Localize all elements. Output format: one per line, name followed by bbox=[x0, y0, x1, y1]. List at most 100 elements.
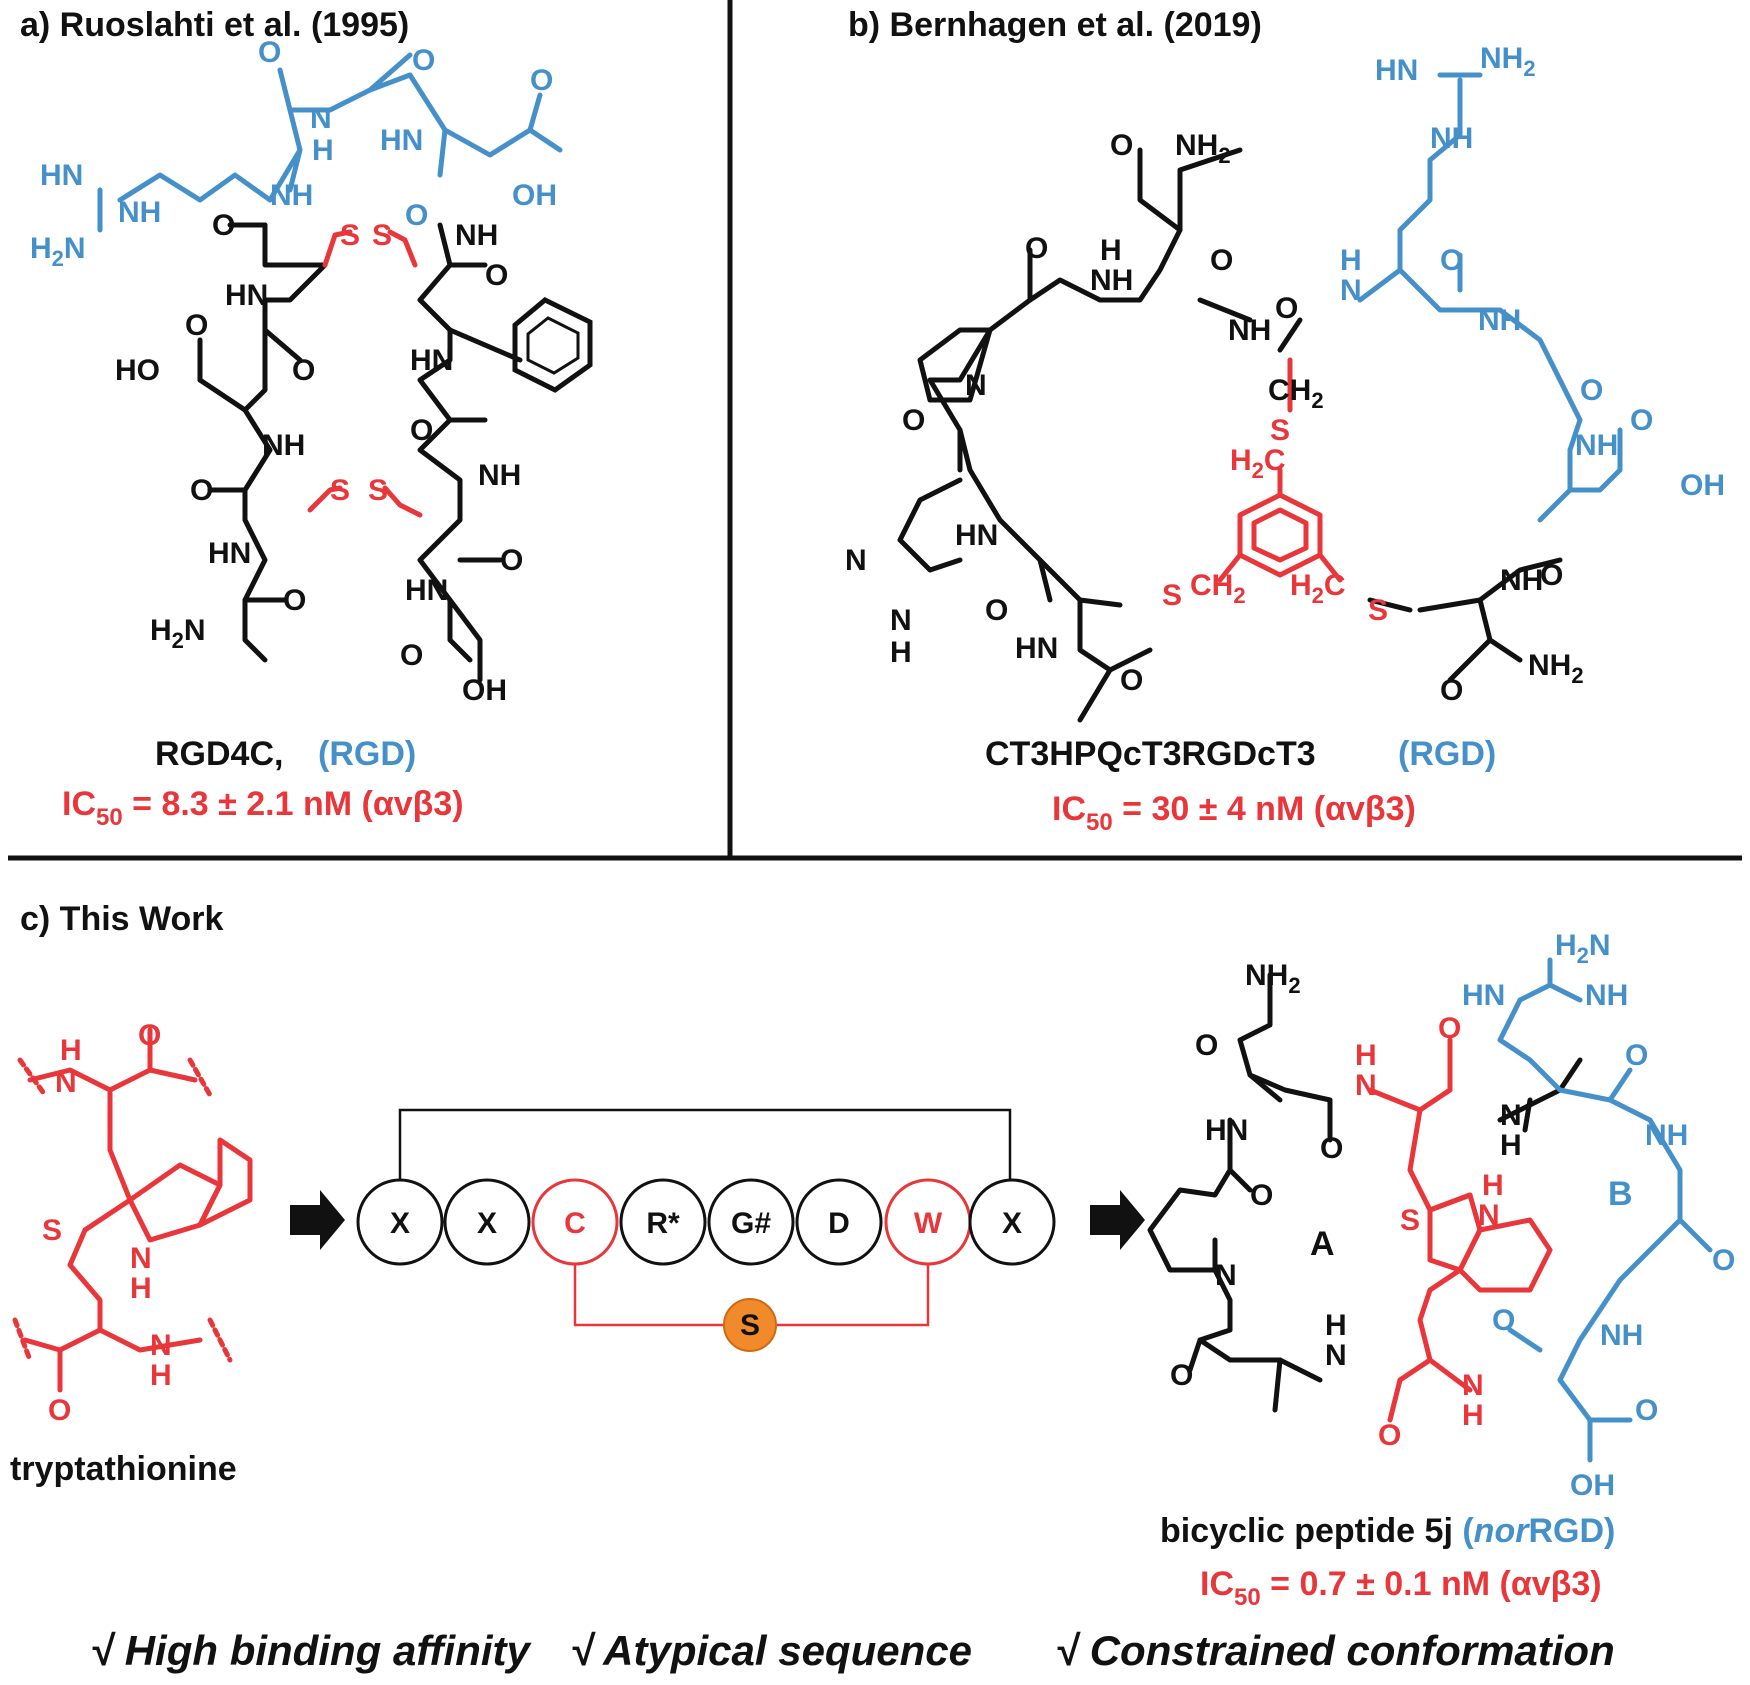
atom-label: NH bbox=[1478, 304, 1521, 337]
sequence-bead bbox=[707, 1178, 795, 1266]
sulfur-bead bbox=[723, 1298, 777, 1352]
peptide-5j-black-bonds bbox=[1147, 972, 1583, 1413]
atom-label: HN bbox=[405, 574, 448, 607]
tryptathionine-label: tryptathionine bbox=[10, 1450, 237, 1488]
residue-label: C bbox=[564, 1207, 586, 1240]
atom-label: HN bbox=[410, 344, 453, 377]
atom-label: NH bbox=[1600, 1319, 1643, 1352]
arrow-right-icon bbox=[1090, 1190, 1145, 1250]
residue-label: R* bbox=[646, 1207, 680, 1240]
atom-label: H bbox=[1355, 1039, 1377, 1072]
atom-label: N bbox=[1478, 1199, 1500, 1232]
atom-label: CH2 bbox=[1190, 569, 1246, 608]
atom-label: NH bbox=[262, 429, 305, 462]
panel-c-header: c) This Work bbox=[20, 900, 223, 938]
atom-label: O bbox=[410, 414, 433, 447]
atom-label: NH2 bbox=[1245, 959, 1301, 998]
peptide-5j-red-bonds bbox=[1367, 1037, 1553, 1423]
atom-label: NH2 bbox=[1528, 649, 1584, 688]
atom-label: O bbox=[1630, 404, 1653, 437]
sequence-bead bbox=[968, 1178, 1056, 1266]
atom-label: O bbox=[48, 1394, 71, 1427]
atom-label: H2C bbox=[1230, 444, 1286, 483]
atom-label: N bbox=[1325, 1339, 1347, 1372]
atom-label: O bbox=[1250, 1179, 1273, 1212]
panel-b-compound-name: CT3HPQcT3RGDcT3 bbox=[985, 735, 1316, 773]
atom-label: O bbox=[1540, 559, 1563, 592]
atom-label: O bbox=[1580, 374, 1603, 407]
atom-label: N bbox=[1500, 1099, 1522, 1132]
atom-label: H bbox=[890, 636, 912, 669]
atom-label: N bbox=[1215, 1259, 1237, 1292]
atom-label: O bbox=[1440, 674, 1463, 707]
atom-label: H bbox=[130, 1272, 152, 1305]
atom-label: O bbox=[1170, 1359, 1193, 1392]
atom-label: O bbox=[1438, 1012, 1461, 1045]
atom-label: NH bbox=[1500, 564, 1543, 597]
atom-label: O bbox=[1378, 1419, 1401, 1452]
atom-label: O bbox=[185, 309, 208, 342]
atom-label: H2N bbox=[30, 232, 86, 271]
atom-label: O bbox=[412, 44, 435, 77]
sequence-bead bbox=[531, 1178, 619, 1266]
atom-label: CH2 bbox=[1268, 374, 1324, 413]
panel-b-header: b) Bernhagen et al. (2019) bbox=[848, 6, 1262, 44]
phenyl-ring-inner bbox=[526, 316, 580, 375]
ring-label-a: A bbox=[1310, 1225, 1335, 1263]
panel-b-arg-gly-asp-bonds bbox=[1357, 72, 1623, 523]
atom-label: O bbox=[902, 404, 925, 437]
atom-label: HN bbox=[225, 279, 268, 312]
atom-label: N bbox=[130, 1242, 152, 1275]
atom-label: HN bbox=[1375, 54, 1418, 87]
atom-label: N bbox=[310, 102, 332, 135]
atom-label-s: S bbox=[1162, 579, 1182, 612]
phenyl-ring bbox=[512, 297, 593, 393]
atom-label: H bbox=[1500, 1129, 1522, 1162]
sequence-bracket-top bbox=[398, 1108, 1012, 1180]
peptide-5j-compound-name: bicyclic peptide 5j (norRGD) bbox=[1160, 1512, 1615, 1550]
atom-label: O bbox=[1195, 1029, 1218, 1062]
atom-label: HN bbox=[1462, 979, 1505, 1012]
sequence-bead bbox=[619, 1178, 707, 1266]
atom-label: O bbox=[190, 474, 213, 507]
atom-label: N bbox=[890, 604, 912, 637]
atom-label: H bbox=[1462, 1399, 1484, 1432]
atom-label: O bbox=[1320, 1132, 1343, 1165]
atom-label: NH2 bbox=[1480, 42, 1536, 81]
ring-label-b: B bbox=[1608, 1175, 1633, 1213]
sequence-bead bbox=[443, 1178, 531, 1266]
atom-label: O bbox=[1025, 232, 1048, 265]
panel-b-mesitylene-bonds bbox=[1217, 357, 1343, 583]
residue-label: X bbox=[477, 1207, 497, 1240]
peptide-5j-blue-bonds bbox=[1497, 957, 1713, 1463]
footer-claim: √ Atypical sequence bbox=[570, 1627, 972, 1674]
atom-label: OH bbox=[1680, 469, 1725, 502]
atom-label-s: S bbox=[330, 474, 350, 507]
atom-label: O bbox=[985, 594, 1008, 627]
atom-label: HN bbox=[1015, 632, 1058, 665]
panel-a-motif: (RGD) bbox=[318, 735, 416, 773]
atom-label: HN bbox=[1205, 1114, 1248, 1147]
arrow-right-icon bbox=[290, 1190, 345, 1250]
atom-label: N bbox=[1355, 1069, 1377, 1102]
sequence-bead bbox=[795, 1178, 883, 1266]
atom-label: H2C bbox=[1290, 569, 1346, 608]
atom-label: H bbox=[60, 1034, 82, 1067]
sequence-bead bbox=[356, 1178, 444, 1266]
atom-label: O bbox=[283, 584, 306, 617]
residue-label: X bbox=[1002, 1207, 1022, 1240]
panel-c: c) This Work H N O S N H N H O tryptathi… bbox=[10, 900, 1735, 1611]
residue-label: G# bbox=[731, 1207, 771, 1240]
atom-label: HO bbox=[115, 354, 160, 387]
atom-label: O bbox=[1635, 1394, 1658, 1427]
atom-label: N bbox=[1462, 1369, 1484, 1402]
atom-label: H2N bbox=[150, 614, 206, 653]
atom-label-s: S bbox=[372, 219, 392, 252]
atom-label: O bbox=[530, 64, 553, 97]
footer-claim: √ Constrained conformation bbox=[1055, 1627, 1615, 1674]
atom-label: NH bbox=[1585, 979, 1628, 1012]
atom-label-s: S bbox=[42, 1214, 62, 1247]
atom-label: O bbox=[1492, 1304, 1515, 1337]
panel-a-rgd-bonds bbox=[97, 52, 563, 233]
atom-label: O bbox=[1440, 244, 1463, 277]
